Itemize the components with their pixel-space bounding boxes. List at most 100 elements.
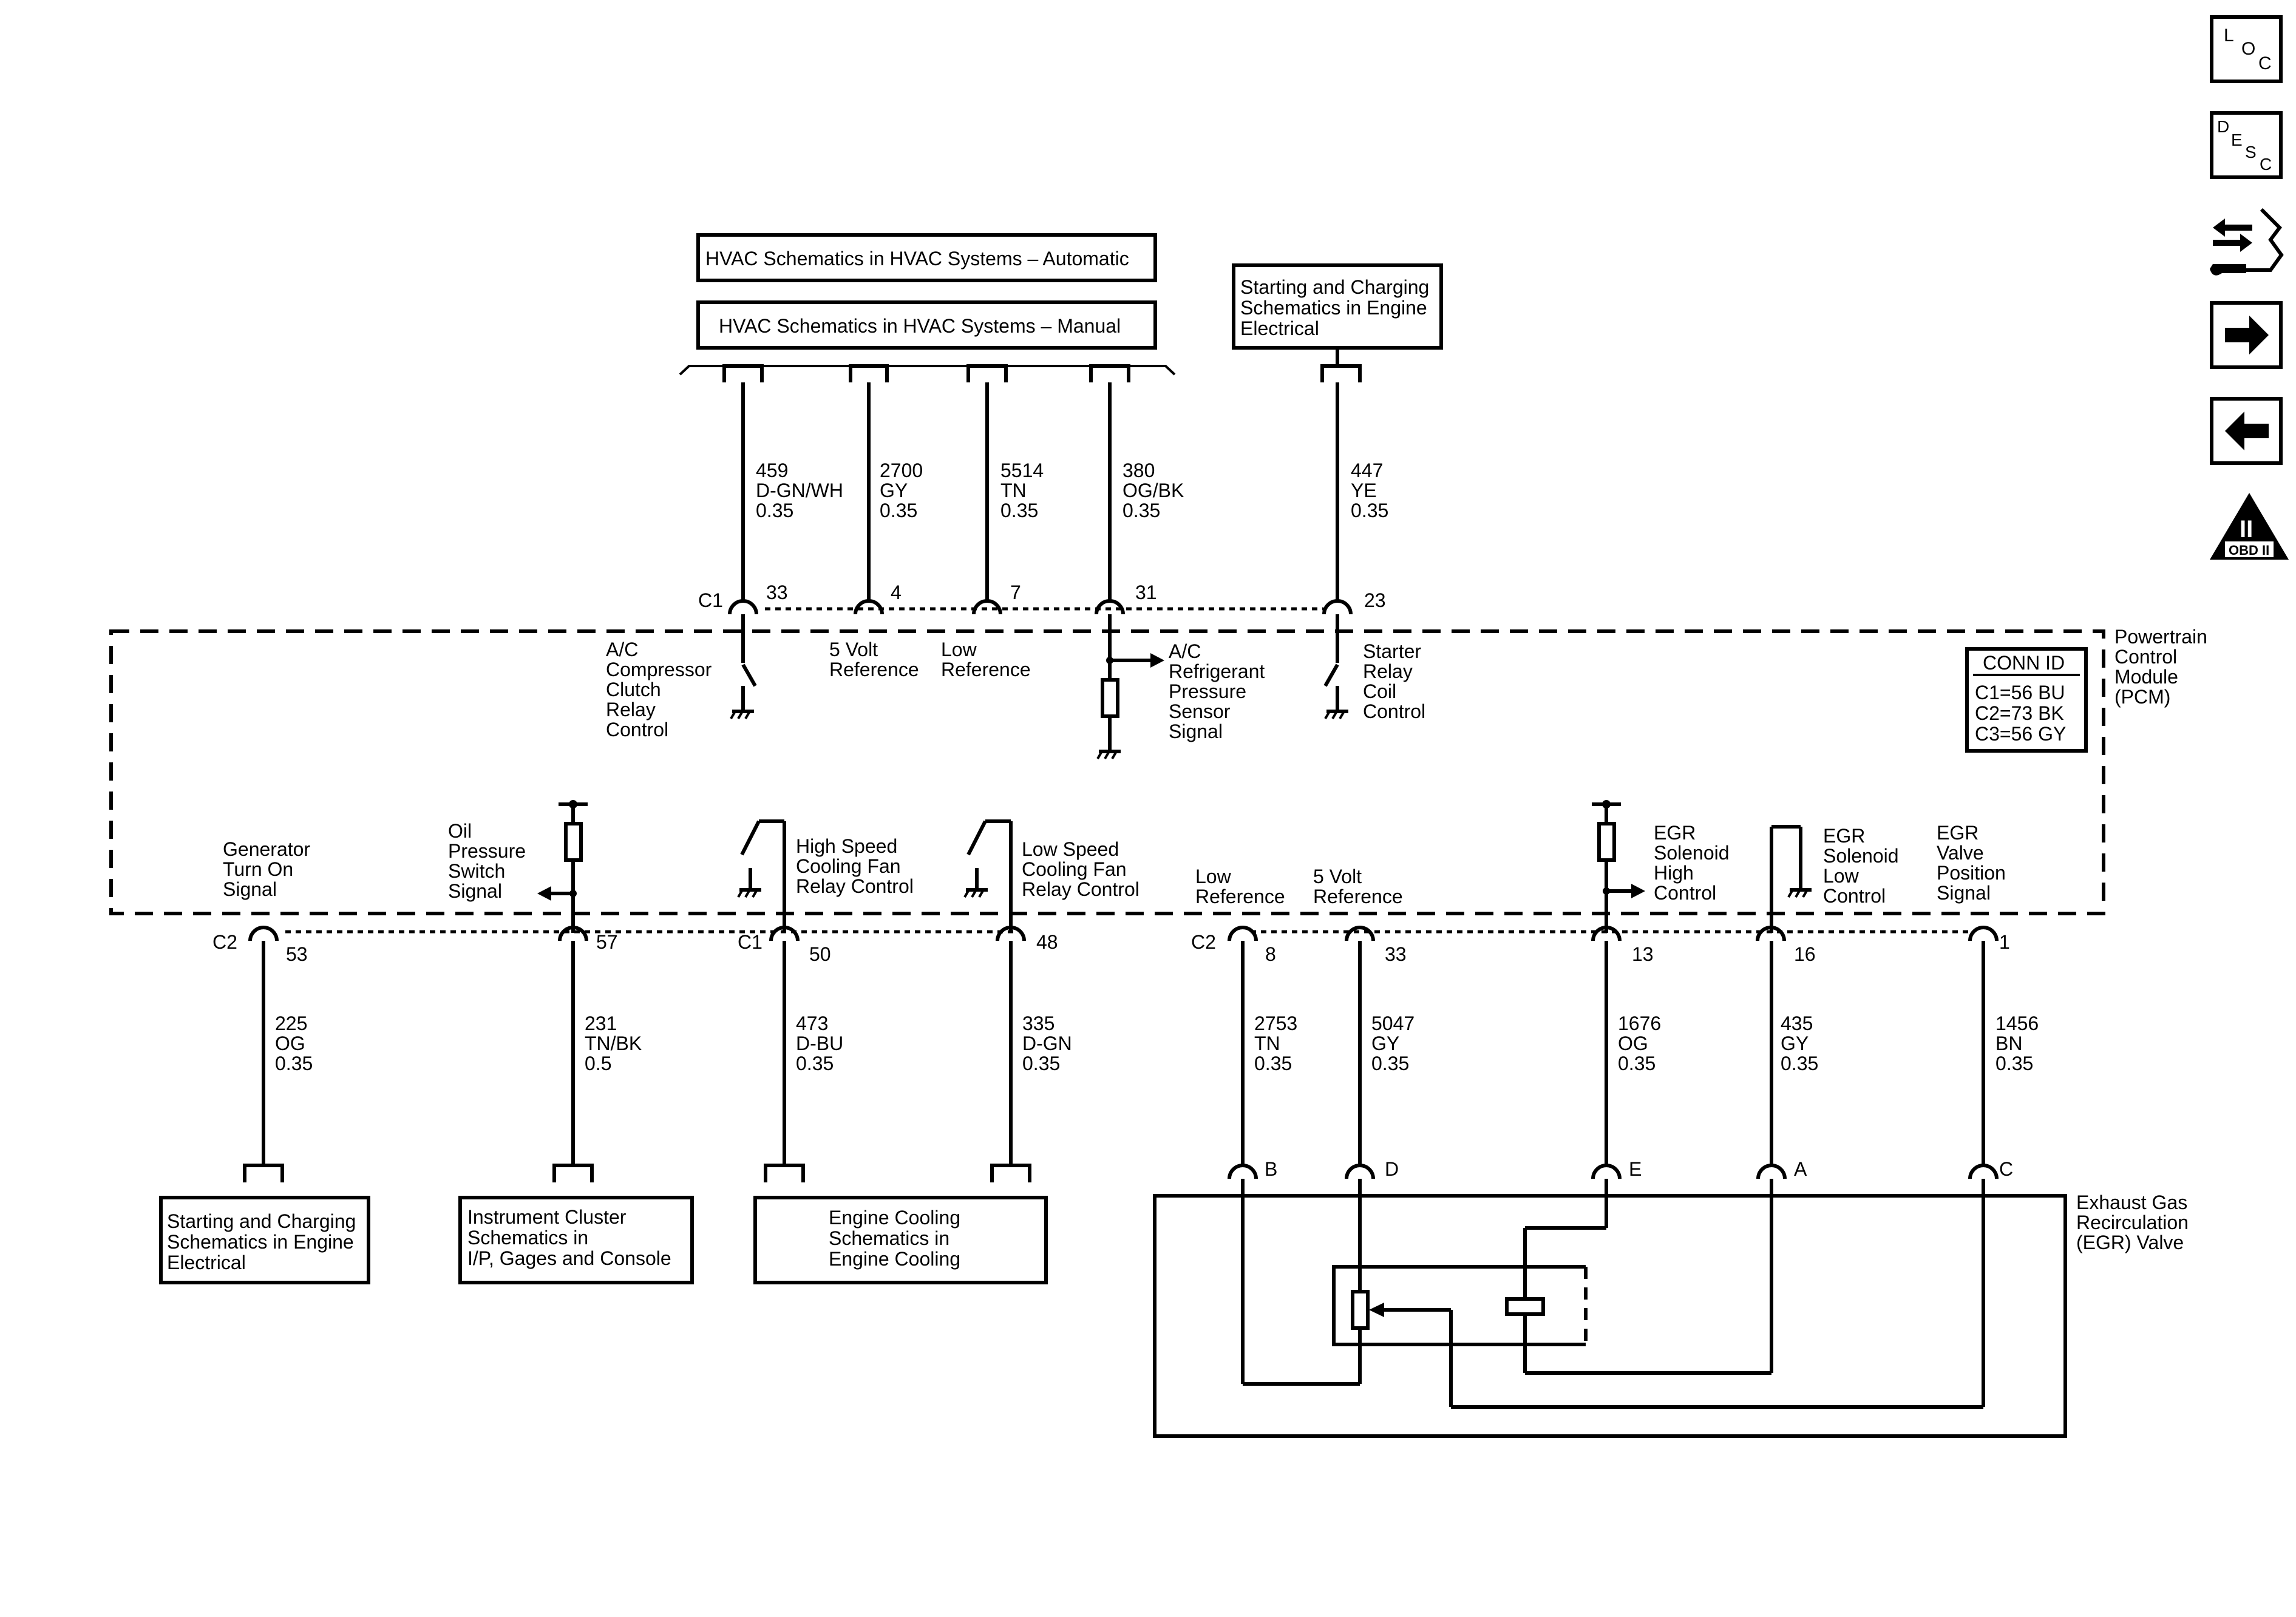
pcm-module-border — [109, 629, 2105, 915]
c2-right-label: C2 — [1191, 931, 1216, 953]
svg-text:Reference: Reference — [829, 659, 919, 680]
pin-1: 1 — [1999, 931, 2010, 953]
svg-text:Sensor: Sensor — [1169, 700, 1231, 722]
svg-text:5 Volt: 5 Volt — [1313, 866, 1362, 887]
top-connector-label: C1 — [698, 589, 723, 611]
ac-compressor-label: A/C Compressor Clutch Relay Control — [606, 639, 712, 741]
svg-text:OG: OG — [275, 1032, 305, 1054]
svg-text:I/P, Gages and Console: I/P, Gages and Console — [467, 1247, 671, 1269]
svg-text:High Speed: High Speed — [796, 835, 897, 857]
svg-text:2753: 2753 — [1254, 1012, 1297, 1034]
svg-text:5 Volt: 5 Volt — [829, 639, 878, 660]
svg-text:OBD II: OBD II — [2229, 543, 2269, 558]
svg-text:Powertrain: Powertrain — [2114, 626, 2207, 648]
svg-text:Low: Low — [1823, 865, 1860, 887]
conn-id-c2: C2=73 BK — [1975, 702, 2064, 724]
bottom-wire-435: 435 GY 0.35 A — [1756, 941, 1818, 1180]
svg-text:Generator: Generator — [223, 838, 310, 860]
wire-447-color: YE — [1351, 480, 1377, 501]
wire-5514-color: TN — [1000, 480, 1027, 501]
loc-icon[interactable]: L O C — [2210, 15, 2283, 83]
start-top-line-3: Electrical — [1240, 317, 1319, 339]
svg-text:Coil: Coil — [1363, 680, 1396, 702]
hvac-brace — [679, 365, 1176, 376]
bottom-wire-5047: 5047 GY 0.35 D — [1345, 941, 1415, 1180]
wire-380-color: OG/BK — [1123, 480, 1184, 501]
svg-text:473: 473 — [796, 1012, 828, 1034]
wire-2700-circuit: 2700 — [880, 459, 923, 481]
svg-text:Control: Control — [1363, 700, 1425, 722]
starting-charging-bottom-ref-box[interactable]: Starting and Charging Schematics in Engi… — [159, 1196, 370, 1284]
svg-text:Low: Low — [1195, 866, 1232, 887]
svg-text:High: High — [1654, 862, 1694, 884]
pin-48: 48 — [1036, 931, 1058, 953]
pin-53: 53 — [286, 943, 308, 965]
desc-icon[interactable]: D E S C — [2210, 111, 2283, 179]
starting-charging-top-ref-box[interactable]: Starting and Charging Schematics in Engi… — [1232, 263, 1443, 350]
pcm-module-label: Powertrain Control Module (PCM) — [2114, 626, 2207, 708]
ac-pressure-sensor-circuit — [1096, 614, 1164, 760]
svg-text:Refrigerant: Refrigerant — [1169, 660, 1265, 682]
low-speed-fan-switch — [963, 819, 1013, 933]
engine-cooling-ref-box[interactable]: Engine Cooling Schematics in Engine Cool… — [753, 1196, 1048, 1284]
svg-text:Pressure: Pressure — [1169, 680, 1246, 702]
svg-text:0.35: 0.35 — [1781, 1053, 1818, 1074]
svg-text:Control: Control — [1654, 882, 1716, 904]
instrument-cluster-ref-box[interactable]: Instrument Cluster Schematics in I/P, Ga… — [458, 1196, 694, 1284]
svg-text:0.35: 0.35 — [1995, 1053, 2033, 1074]
hvac-automatic-ref-text: HVAC Schematics in HVAC Systems – Automa… — [705, 248, 1129, 270]
svg-text:0.35: 0.35 — [1022, 1053, 1060, 1074]
back-arrow-icon[interactable] — [2210, 397, 2283, 465]
bottom-wire-225: 225 OG 0.35 — [243, 941, 313, 1182]
obd-ii-icon[interactable]: II OBD II — [2210, 493, 2289, 560]
starter-relay-switch — [1323, 614, 1348, 720]
oil-pressure-label: Oil Pressure Switch Signal — [448, 820, 526, 902]
svg-text:Exhaust Gas: Exhaust Gas — [2076, 1192, 2187, 1213]
top-connector-c1: C1 33 4 7 31 23 — [698, 581, 1386, 615]
svg-text:D-BU: D-BU — [796, 1032, 843, 1054]
svg-text:D: D — [1385, 1158, 1399, 1180]
svg-text:(EGR) Valve: (EGR) Valve — [2076, 1232, 2184, 1253]
svg-text:Position: Position — [1937, 862, 2006, 884]
svg-text:EGR: EGR — [1937, 822, 1978, 844]
bottom-wire-335: 335 D-GN 0.35 — [990, 941, 1072, 1182]
svg-text:GY: GY — [1781, 1032, 1809, 1054]
svg-text:Schematics in: Schematics in — [467, 1227, 588, 1249]
pin-33-bottom: 33 — [1385, 943, 1407, 965]
wire-447-circuit: 447 — [1351, 459, 1383, 481]
wire-459-gauge: 0.35 — [756, 500, 793, 521]
svg-text:Recirculation: Recirculation — [2076, 1212, 2189, 1233]
c2-left-label: C2 — [212, 931, 237, 953]
starter-relay-label: Starter Relay Coil Control — [1363, 640, 1425, 722]
svg-text:225: 225 — [275, 1012, 307, 1034]
bottom-wire-1676: 1676 OG 0.35 E — [1591, 941, 1661, 1180]
svg-text:Clutch: Clutch — [606, 679, 661, 700]
generator-turn-on-label: Generator Turn On Signal — [223, 838, 310, 900]
svg-text:Compressor: Compressor — [606, 659, 712, 680]
hvac-automatic-ref-box[interactable]: HVAC Schematics in HVAC Systems – Automa… — [696, 233, 1157, 282]
svg-text:Low: Low — [941, 639, 977, 660]
pin-7-top: 7 — [1010, 581, 1021, 603]
bottom-wire-1456: 1456 BN 0.35 C — [1968, 941, 2039, 1180]
hvac-manual-ref-box[interactable]: HVAC Schematics in HVAC Systems – Manual — [696, 300, 1157, 350]
svg-text:Cooling Fan: Cooling Fan — [796, 855, 901, 877]
svg-text:0.35: 0.35 — [1371, 1053, 1409, 1074]
wire-2700-gauge: 0.35 — [880, 500, 917, 521]
svg-text:Signal: Signal — [223, 878, 277, 900]
connector-wrench-icon[interactable] — [2210, 208, 2284, 276]
pin-57: 57 — [596, 931, 618, 953]
svg-text:L: L — [2224, 25, 2234, 46]
svg-text:EGR: EGR — [1823, 825, 1865, 847]
svg-text:(PCM): (PCM) — [2114, 686, 2170, 708]
svg-text:II: II — [2240, 516, 2253, 543]
egr-high-control-label: EGR Solenoid High Control — [1654, 822, 1730, 904]
svg-text:BN: BN — [1995, 1032, 2022, 1054]
svg-text:S: S — [2245, 143, 2257, 161]
next-arrow-icon[interactable] — [2210, 301, 2283, 369]
svg-text:231: 231 — [585, 1012, 617, 1034]
svg-text:D-GN: D-GN — [1022, 1032, 1072, 1054]
5v-reference-bottom-label: 5 Volt Reference — [1313, 866, 1403, 907]
svg-text:D: D — [2217, 117, 2229, 136]
svg-text:Starting and Charging: Starting and Charging — [167, 1210, 356, 1232]
